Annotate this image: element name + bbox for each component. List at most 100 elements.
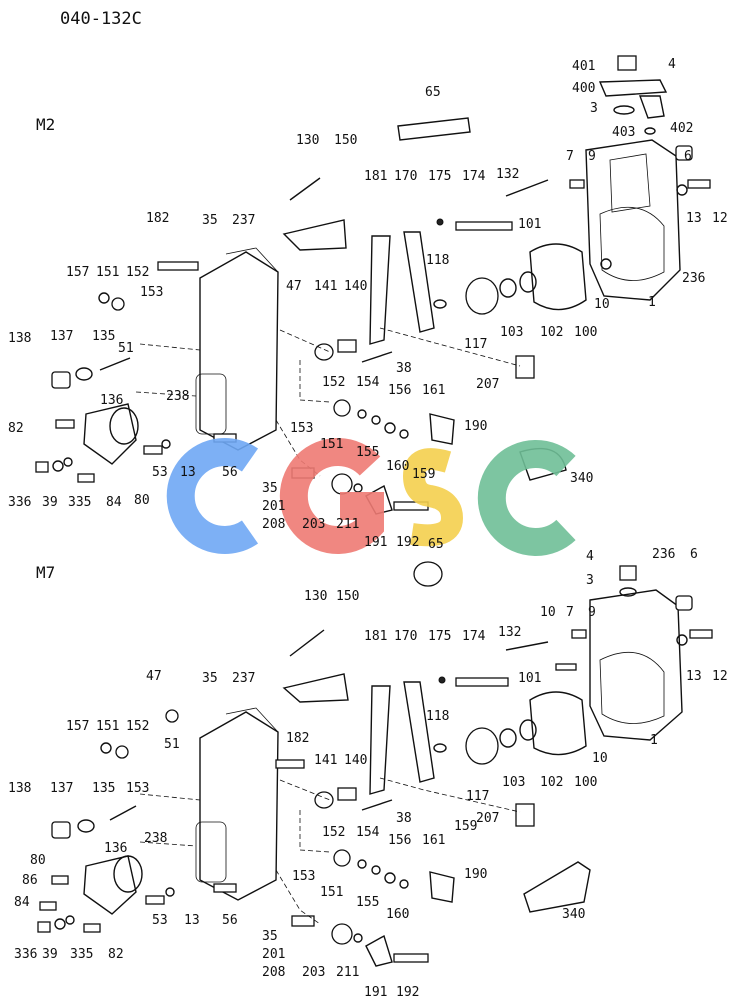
callout-m7-4: 4 <box>586 549 594 564</box>
callout-m2-191: 191 <box>364 535 387 550</box>
m7-part-181 <box>369 685 391 795</box>
callout-m2-13: 13 <box>686 211 702 226</box>
callout-m2-182: 182 <box>146 211 169 226</box>
callout-m2-6: 6 <box>684 149 692 164</box>
callout-m2-150: 150 <box>334 133 357 148</box>
m7-part-137 <box>77 819 95 833</box>
m7-part-1-housing <box>589 589 683 741</box>
callout-m7-153: 153 <box>126 781 149 796</box>
callout-m7-137: 137 <box>50 781 73 796</box>
callout-m2-174: 174 <box>462 169 486 184</box>
m7-part-191 <box>365 934 393 967</box>
callout-m7-156: 156 <box>388 833 411 848</box>
watermark-logo <box>166 438 576 556</box>
m2-part-211 <box>353 483 363 493</box>
callout-m2-336: 336 <box>8 495 31 510</box>
callout-m2-211: 211 <box>336 517 359 532</box>
callout-m7-207: 207 <box>476 811 499 826</box>
callout-m7-192: 192 <box>396 985 419 1000</box>
m7-part-175 <box>438 676 446 684</box>
m7-part-182 <box>275 759 305 769</box>
callout-m2-56: 56 <box>222 465 238 480</box>
m2-part-13-left <box>161 439 171 449</box>
m2-part-82 <box>55 419 75 429</box>
callout-m7-100: 100 <box>574 775 597 790</box>
m2-assembly-lines <box>135 327 521 477</box>
callout-m2-155: 155 <box>356 445 379 460</box>
m2-part-157 <box>98 292 110 304</box>
callout-m7-10: 10 <box>540 605 556 620</box>
callout-m2-190: 190 <box>464 419 487 434</box>
m7-part-56 <box>213 883 237 893</box>
m7-part-80 <box>83 855 137 915</box>
m2-part-154 <box>357 409 367 419</box>
m2-part-150 <box>282 219 347 251</box>
callout-m7-211: 211 <box>336 965 359 980</box>
m2-part-402-bracket <box>639 95 665 119</box>
m7-part-156 <box>384 872 396 884</box>
callout-m7-38: 38 <box>396 811 412 826</box>
m2-part-400 <box>598 79 668 97</box>
m7-part-130-spring <box>289 629 325 657</box>
callout-m2-153: 153 <box>290 421 313 436</box>
m7-part-207 <box>515 803 535 827</box>
callout-m7-182: 182 <box>286 731 309 746</box>
callout-m2-3: 3 <box>590 101 598 116</box>
callout-m2-7: 7 <box>566 149 574 164</box>
callout-m7-39: 39 <box>42 947 58 962</box>
m2-part-151-mid <box>333 399 351 417</box>
m7-part-336 <box>37 921 51 933</box>
callout-m7-86: 86 <box>22 873 38 888</box>
m7-part-138 <box>51 821 71 839</box>
callout-m7-103: 103 <box>502 775 525 790</box>
m7-part-140 <box>337 787 357 801</box>
m2-part-65-top <box>397 117 471 141</box>
callout-m2-157: 157 <box>66 265 89 280</box>
m7-part-38 <box>361 799 393 811</box>
callout-m7-80: 80 <box>30 853 46 868</box>
m2-part-6 <box>675 145 693 161</box>
callout-m7-1: 1 <box>650 733 658 748</box>
callout-m2-152: 152 <box>126 265 149 280</box>
m7-part-141 <box>314 791 334 809</box>
callout-m7-201: 201 <box>262 947 285 962</box>
callout-m2-47: 47 <box>286 279 302 294</box>
callout-m2-103: 103 <box>500 325 523 340</box>
m7-part-53 <box>145 895 165 905</box>
m7-part-13-left <box>165 887 175 897</box>
callout-m7-9: 9 <box>588 605 596 620</box>
m2-part-10 <box>600 258 612 270</box>
callout-m2-53: 53 <box>152 465 168 480</box>
m7-part-1-cavity <box>599 652 665 724</box>
callout-m2-400: 400 <box>572 81 595 96</box>
callout-m7-13: 13 <box>184 913 200 928</box>
m2-part-156 <box>384 422 396 434</box>
m2-part-155 <box>371 415 381 425</box>
callout-m2-403: 403 <box>612 125 635 140</box>
callout-m2-161: 161 <box>422 383 445 398</box>
callout-m2-118: 118 <box>426 253 449 268</box>
callout-m7-151: 151 <box>96 719 119 734</box>
callout-m7-141: 141 <box>314 753 337 768</box>
m2-part-141 <box>314 343 334 361</box>
callout-m2-4: 4 <box>668 57 676 72</box>
m2-part-170 <box>403 231 435 333</box>
m2-part-174 <box>455 221 513 231</box>
callout-m2-236: 236 <box>682 271 705 286</box>
callout-m2-65: 65 <box>428 537 444 552</box>
callout-m2-152: 152 <box>322 375 345 390</box>
callout-m2-207: 207 <box>476 377 499 392</box>
m2-part-38 <box>361 351 393 363</box>
callout-m2-140: 140 <box>344 279 367 294</box>
m7-part-7 <box>571 629 587 639</box>
m2-part-4 <box>617 55 637 71</box>
m2-part-103 <box>499 278 517 298</box>
m7-assembly-lines <box>139 777 521 925</box>
callout-m7-3: 3 <box>586 573 594 588</box>
m7-part-132-spring <box>505 641 549 651</box>
m2-part-13 <box>676 184 688 196</box>
m7-part-100 <box>529 691 587 756</box>
callout-m2-39: 39 <box>42 495 58 510</box>
m7-part-151 <box>115 745 129 759</box>
